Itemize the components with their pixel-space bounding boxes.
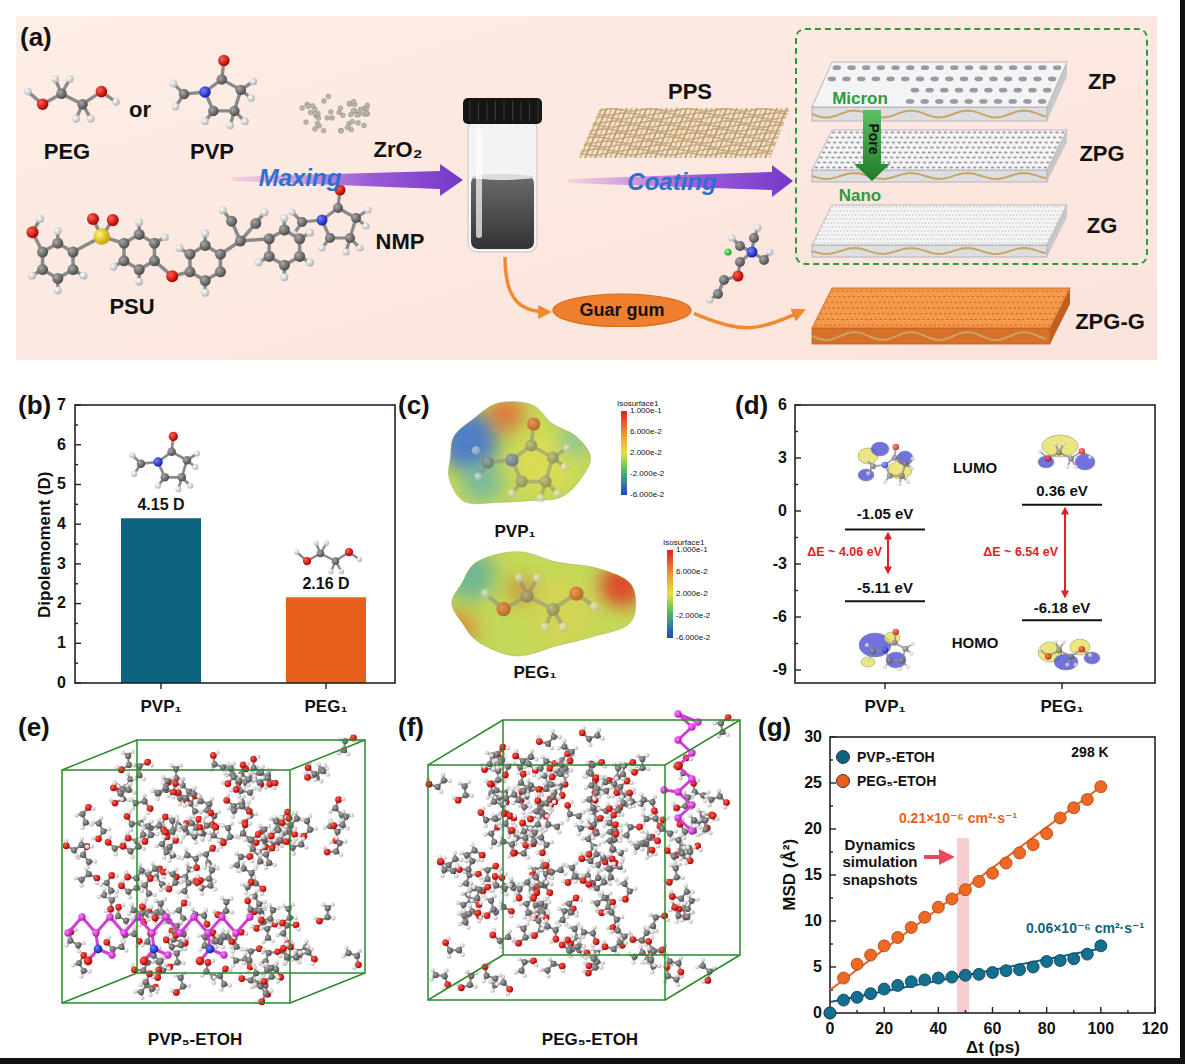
figure-page: ZPZPGZGMicronPoreNanoGuar gumZPG-G(a)PEG… [0, 0, 1185, 1064]
